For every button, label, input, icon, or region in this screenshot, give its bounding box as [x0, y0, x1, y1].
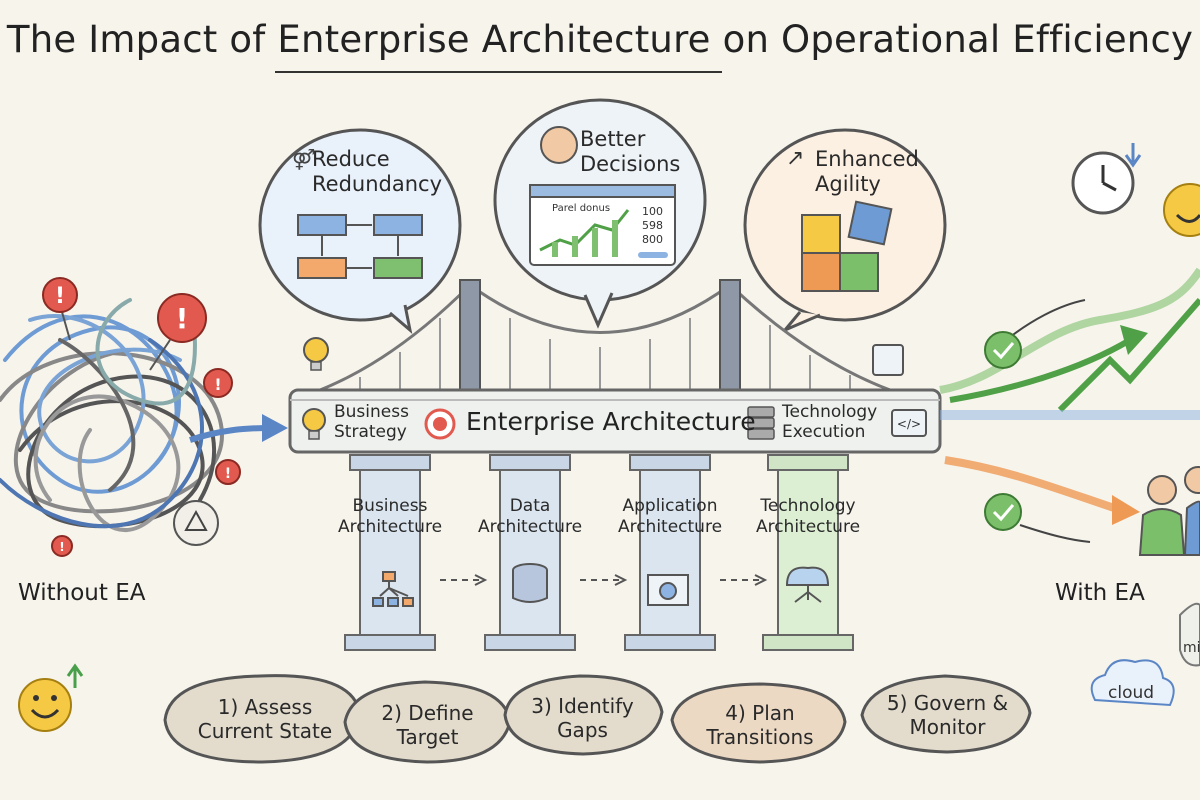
svg-text:!: ! [59, 540, 64, 554]
pillar-technology-label: Technology Architecture [748, 496, 868, 538]
deck-line: Business [334, 402, 409, 422]
step-line: Transitions [706, 725, 814, 749]
smile-face-icon [1163, 183, 1200, 237]
benefit-line1: Enhanced [815, 147, 919, 171]
step-plan: 4) Plan Transitions [680, 701, 840, 749]
with-ea-label: With EA [1055, 580, 1145, 606]
process-flow-diagram [297, 214, 423, 279]
dashboard-heading: Parel donus [552, 203, 611, 214]
benefit-line2: Decisions [580, 152, 681, 176]
pillar-line: Architecture [617, 517, 723, 537]
architecture-pillars [344, 454, 854, 651]
pillar-line: Technology [760, 496, 856, 516]
step-line: 4) Plan [725, 701, 795, 725]
step-line: Gaps [557, 718, 608, 742]
step-line: 2) Define [381, 701, 474, 725]
pillar-icon-row [372, 563, 830, 607]
svg-text:!: ! [225, 466, 231, 482]
benefit-line2: Redundancy [312, 172, 442, 196]
svg-text:</>: </> [897, 417, 921, 431]
pillar-data-label: Data Architecture [470, 496, 590, 538]
speech-bubble-agility [743, 128, 947, 332]
clock-icon [1071, 143, 1142, 215]
step-line: Monitor [909, 715, 986, 739]
dashboard-value: 100 [642, 205, 663, 218]
pillar-application-label: Application Architecture [610, 496, 730, 538]
page-title: The Impact of Enterprise Architecture on… [6, 18, 1194, 61]
deck-icons: </> [302, 337, 927, 440]
svg-text:!: ! [214, 375, 221, 394]
happy-face-icon [18, 663, 84, 732]
step-line: 3) Identify [531, 694, 634, 718]
benefit-redundancy-label: Reduce Redundancy [312, 147, 442, 197]
benefit-line2: Agility [815, 172, 881, 196]
tangled-process-scribble [0, 298, 224, 532]
svg-text:!: ! [55, 284, 65, 309]
business-strategy-label: Business Strategy [334, 402, 424, 442]
enterprise-architecture-label: Enterprise Architecture [466, 407, 756, 436]
benefit-line1: Reduce [312, 147, 390, 171]
roadmap-stones [163, 674, 1032, 764]
step-line: 1) Assess [217, 695, 313, 719]
cloud-label: cloud [1108, 683, 1155, 703]
benefit-agility-label: Enhanced Agility [815, 147, 935, 197]
step-line: Target [396, 725, 459, 749]
pillar-line: Application [622, 496, 718, 516]
svg-text:!: ! [176, 302, 189, 335]
redundancy-icon: ⚤ [292, 147, 316, 171]
team-people-icon [1138, 466, 1200, 556]
person-head-icon [540, 126, 578, 164]
step-govern: 5) Govern & Monitor [870, 691, 1025, 739]
deck-line: Execution [782, 422, 866, 442]
step-identify: 3) Identify Gaps [510, 694, 655, 742]
pillar-business-label: Business Architecture [330, 496, 450, 538]
puzzle-pieces-icon [801, 200, 893, 292]
analytics-dashboard [529, 184, 676, 266]
step-assess: 1) Assess Current State [175, 695, 355, 743]
dashboard-value: 800 [642, 233, 663, 246]
bridge-structure [288, 279, 942, 454]
step-define: 2) Define Target [355, 701, 500, 749]
technology-execution-label: Technology Execution [782, 402, 882, 442]
deck-line: Strategy [334, 422, 407, 442]
step-line: Current State [197, 719, 333, 743]
cloud-icon [1090, 602, 1200, 707]
pillar-line: Architecture [477, 517, 583, 537]
trend-arrow-icon: ↗ [786, 146, 805, 171]
improvement-flow [939, 267, 1200, 543]
pillar-line: Data [509, 496, 551, 516]
benefit-decisions-label: Better Decisions [580, 127, 700, 177]
pillar-line: Architecture [337, 517, 443, 537]
dashboard-values: 100 598 800 [642, 205, 663, 247]
pillar-line: Architecture [755, 517, 861, 537]
dashboard-value: 598 [642, 219, 663, 232]
deck-line: Technology [782, 402, 878, 422]
benefit-line1: Better [580, 127, 646, 151]
partial-label: mi [1183, 640, 1200, 656]
check-icons [984, 331, 1022, 531]
pillar-line: Business [352, 496, 428, 516]
step-line: 5) Govern & [886, 691, 1009, 715]
without-ea-label: Without EA [18, 580, 146, 606]
warning-icons: ! ! ! ! ! [42, 277, 241, 557]
